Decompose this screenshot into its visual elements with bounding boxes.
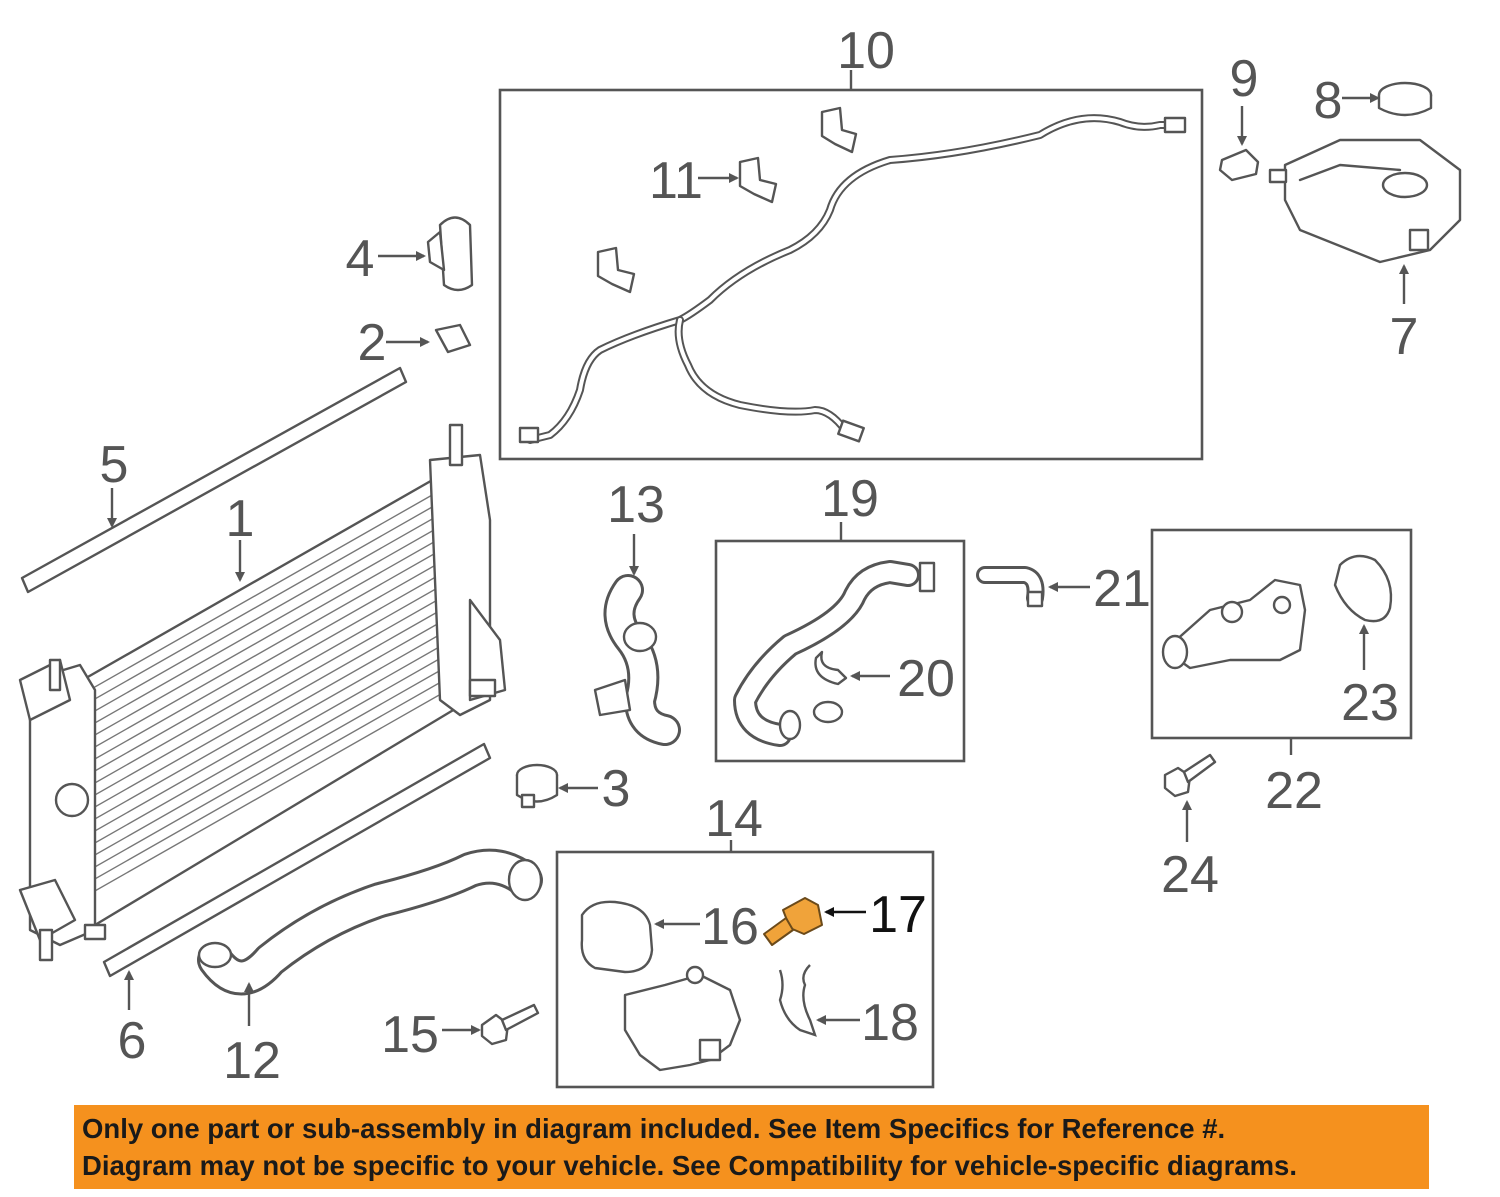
clip-part-a xyxy=(820,106,858,154)
disclaimer-line-2: Diagram may not be specific to your vehi… xyxy=(82,1150,1297,1181)
group-box-14 xyxy=(555,850,935,1089)
callout-15: 15 xyxy=(381,1006,439,1064)
disclaimer-banner: Only one part or sub-assembly in diagram… xyxy=(74,1105,1429,1189)
callout-23: 23 xyxy=(1341,674,1399,732)
callout-18: 18 xyxy=(861,994,919,1052)
gasket-part-16 xyxy=(580,900,654,974)
harness-part xyxy=(518,114,1187,444)
housing-part-22 xyxy=(1161,578,1307,670)
callout-3: 3 xyxy=(602,760,631,818)
callout-10: 10 xyxy=(837,22,895,80)
clip-part-18 xyxy=(778,964,817,1037)
callout-11: 11 xyxy=(649,152,703,210)
gasket-part-23 xyxy=(1333,554,1393,623)
callout-14: 14 xyxy=(705,790,763,848)
callout-4: 4 xyxy=(346,230,375,288)
callout-12: 12 xyxy=(223,1032,281,1090)
bolt-part-15 xyxy=(480,1003,540,1046)
callout-24: 24 xyxy=(1161,846,1219,904)
callout-9: 9 xyxy=(1230,50,1259,108)
radiator-part xyxy=(18,423,507,962)
disclaimer-line-1: Only one part or sub-assembly in diagram… xyxy=(82,1113,1226,1144)
callout-16: 16 xyxy=(701,898,759,956)
upper-seal-part xyxy=(20,366,408,594)
group-box-22 xyxy=(1150,528,1413,740)
elbow-part-21 xyxy=(976,566,1045,608)
outlet-housing-part xyxy=(623,965,742,1072)
callout-8: 8 xyxy=(1314,72,1343,130)
lower-hose-part xyxy=(197,848,543,996)
callout-5: 5 xyxy=(100,436,129,494)
callout-19: 19 xyxy=(821,470,879,528)
callout-17: 17 xyxy=(869,886,927,944)
callout-1: 1 xyxy=(226,490,255,548)
isolator-part xyxy=(434,323,472,354)
lower-seal-part xyxy=(102,742,492,978)
cap-part-8 xyxy=(1377,81,1433,117)
callout-6: 6 xyxy=(118,1012,147,1070)
callout-21: 21 xyxy=(1093,560,1151,618)
callout-22: 22 xyxy=(1265,762,1323,820)
bracket-part xyxy=(426,216,474,292)
clip-part-11 xyxy=(738,156,778,204)
callout-7: 7 xyxy=(1390,308,1419,366)
clamp-part-20 xyxy=(814,650,848,686)
hose-part-13 xyxy=(593,574,681,746)
hose-part-19 xyxy=(733,560,936,747)
callout-20: 20 xyxy=(897,650,955,708)
bolt-part-24 xyxy=(1163,753,1217,798)
callout-2: 2 xyxy=(358,314,387,372)
plug-part xyxy=(515,763,559,809)
reservoir-part-7 xyxy=(1268,138,1462,264)
clip-part-b xyxy=(596,246,636,294)
block-part-9 xyxy=(1218,148,1260,182)
callout-13: 13 xyxy=(607,476,665,534)
temperature-sensor-part-17 xyxy=(763,897,823,946)
